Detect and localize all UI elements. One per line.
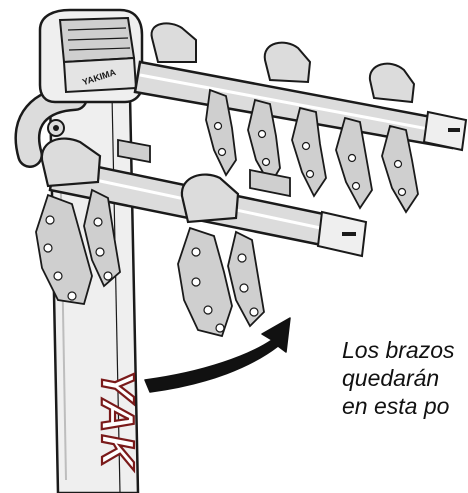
- mast-logo: YAK: [92, 370, 144, 470]
- caption-line-2: quedarán: [342, 365, 440, 391]
- caption-line-1: Los brazos: [342, 337, 455, 363]
- rack-head: [38, 8, 144, 104]
- caption-text: Los brazos quedarán en esta po: [342, 336, 468, 420]
- caption-line-3: en esta po: [342, 393, 450, 419]
- strap-link-details: [43, 121, 407, 333]
- rotation-arrow: [144, 317, 291, 393]
- rear-strap-chains: [205, 88, 419, 214]
- front-cradles: [40, 137, 291, 224]
- mast-bolt: [47, 119, 65, 137]
- rear-arm: [133, 60, 468, 152]
- rear-cradles: [150, 22, 416, 104]
